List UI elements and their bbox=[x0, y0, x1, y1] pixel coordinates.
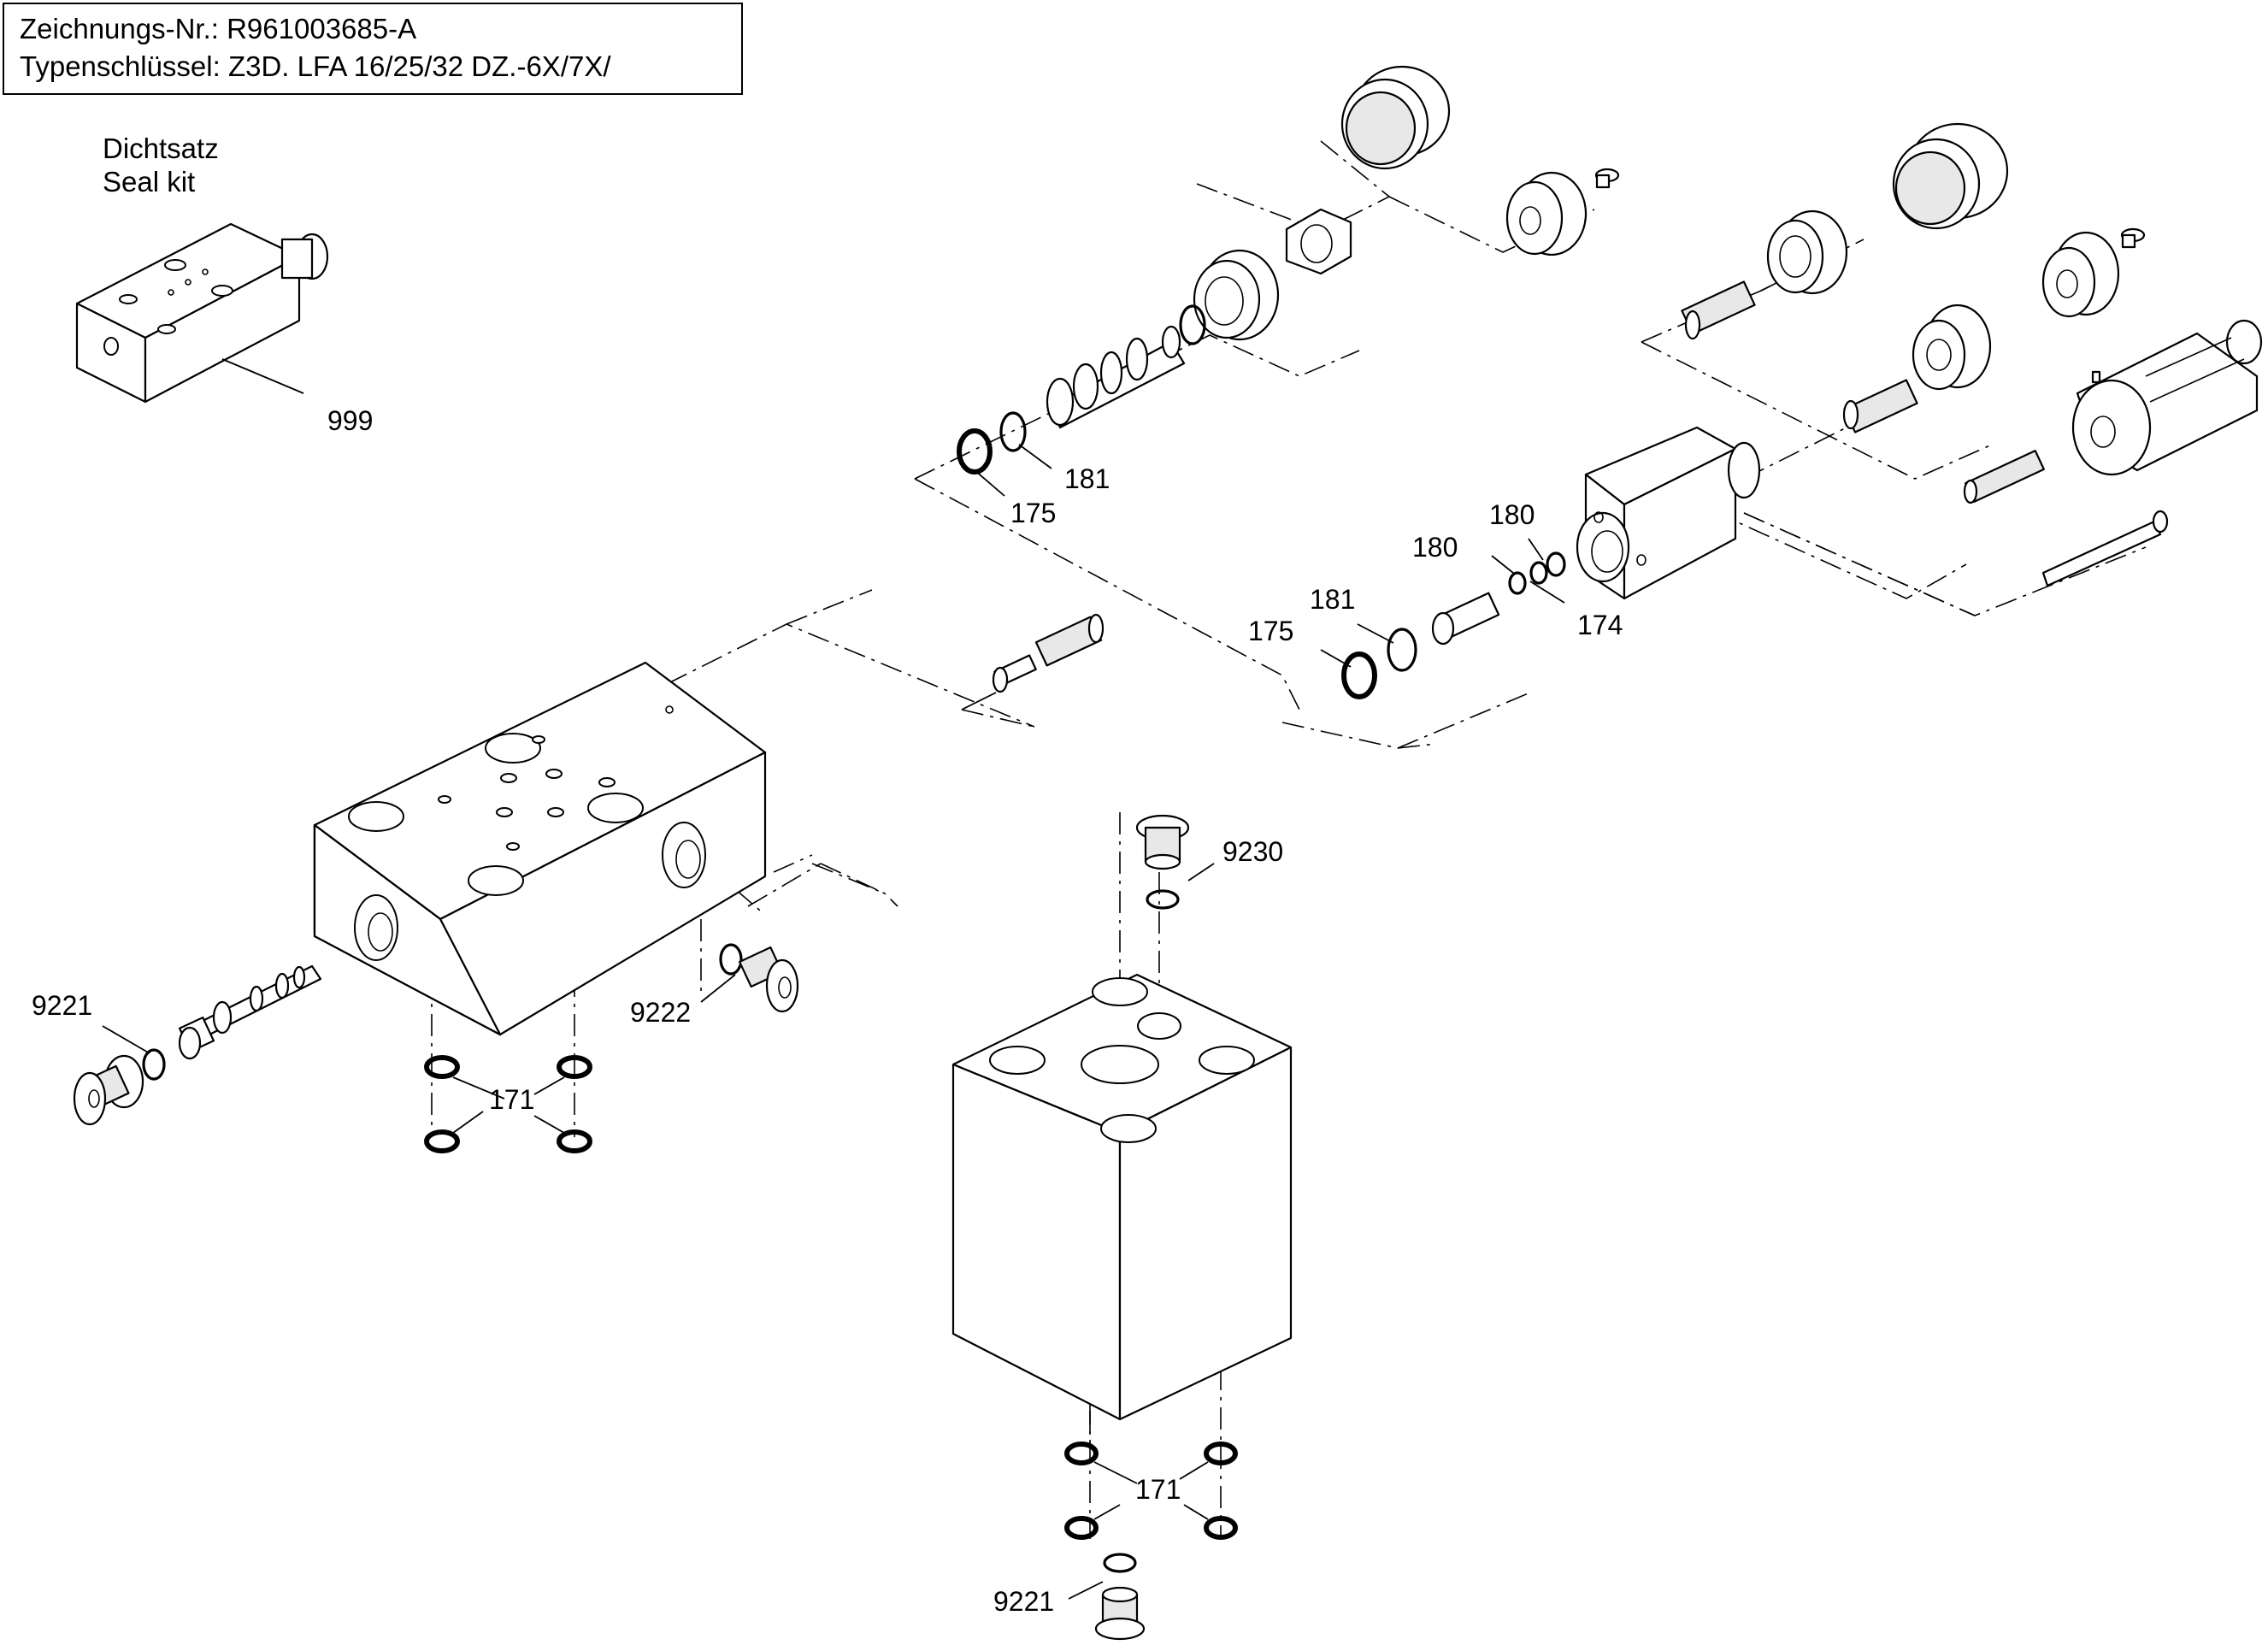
plug-9222 bbox=[700, 943, 799, 1013]
plug-9221-bottom bbox=[1068, 1553, 1146, 1641]
callout-180-upper: 180 bbox=[1489, 499, 1535, 530]
lower-cube-block bbox=[951, 973, 1293, 1421]
callout-9221-bottom: 9221 bbox=[993, 1586, 1055, 1617]
callout-181-upper: 181 bbox=[1064, 463, 1110, 494]
callout-174: 174 bbox=[1577, 610, 1623, 640]
actuator-body bbox=[1320, 426, 1761, 699]
callout-171-lower: 171 bbox=[1135, 1474, 1181, 1505]
callout-9221-left: 9221 bbox=[32, 990, 93, 1021]
spring-poppet bbox=[961, 613, 1105, 710]
orings-171-upper bbox=[424, 1055, 592, 1153]
seal-kit-block bbox=[75, 222, 329, 404]
type-key: Typenschlüssel: Z3D. LFA 16/25/32 DZ.-6X… bbox=[20, 50, 611, 82]
main-valve-block bbox=[313, 661, 767, 1036]
seal-kit-label-en: Seal kit bbox=[103, 166, 196, 198]
callout-175-lower: 175 bbox=[1248, 616, 1294, 646]
upper-cartridge-chain bbox=[957, 65, 1620, 497]
callout-9222: 9222 bbox=[630, 997, 692, 1028]
callout-181-lower: 181 bbox=[1310, 584, 1356, 615]
spool-assembly-left bbox=[73, 964, 322, 1126]
callout-9230: 9230 bbox=[1222, 836, 1284, 867]
plug-9230 bbox=[1135, 814, 1215, 910]
drawing-number: Zeichnungs-Nr.: R961003685-A bbox=[20, 13, 417, 44]
callout-171-upper: 171 bbox=[489, 1084, 535, 1115]
title-block: Zeichnungs-Nr.: R961003685-A Typenschlüs… bbox=[3, 3, 743, 95]
seal-kit-label-de: Dichtsatz bbox=[103, 133, 219, 164]
orings-171-lower bbox=[1064, 1442, 1238, 1540]
callout-180-lower: 180 bbox=[1412, 532, 1458, 563]
callout-175-upper: 175 bbox=[1010, 498, 1057, 528]
callout-999: 999 bbox=[327, 405, 374, 436]
right-cartridge-chain bbox=[1681, 122, 2263, 587]
